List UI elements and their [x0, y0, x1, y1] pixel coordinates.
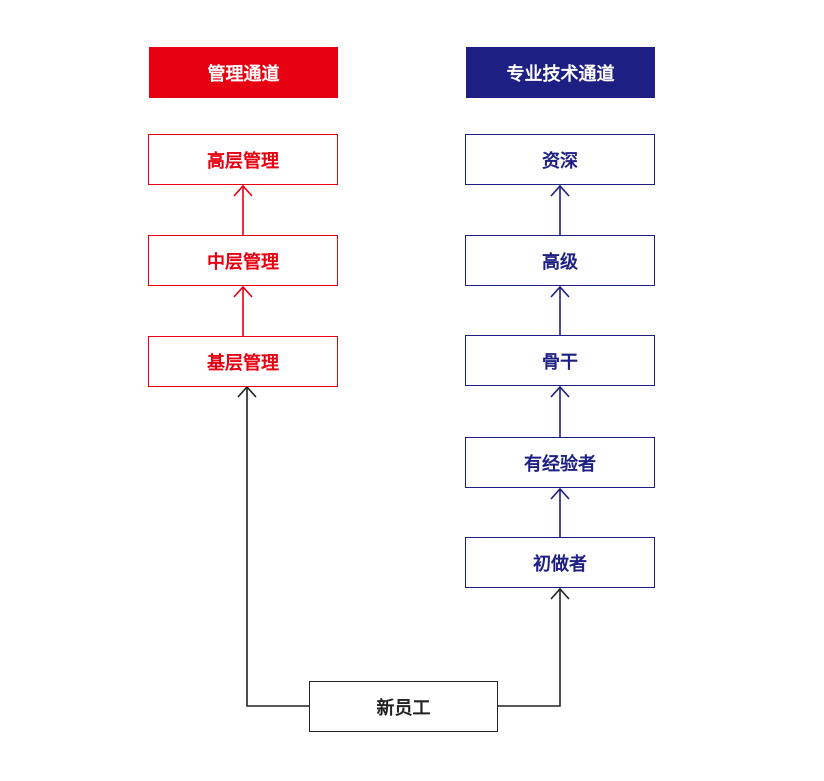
arrow-new-to-base-head [237, 385, 257, 398]
node-middle-management: 中层管理 [148, 235, 338, 286]
arrow-new-to-beginner-head [550, 587, 570, 600]
arrow-new-to-beginner [498, 589, 561, 707]
node-senior: 高级 [465, 235, 655, 286]
arrow-beginner-to-experienced-head [550, 487, 570, 500]
arrow-base-to-mid-head [233, 285, 253, 298]
arrow-senior-to-expert-head [550, 184, 570, 197]
arrow-mid-to-top-head [233, 184, 253, 197]
arrow-backbone-to-senior-head [550, 285, 570, 298]
node-beginner: 初做者 [465, 537, 655, 588]
arrow-experienced-to-backbone-head [550, 385, 570, 398]
node-new-employee: 新员工 [309, 681, 498, 732]
arrow-new-to-base [246, 387, 309, 707]
node-top-management: 高层管理 [148, 134, 338, 185]
start-arrows [237, 385, 570, 707]
node-experienced: 有经验者 [465, 437, 655, 488]
technical-arrows [550, 184, 570, 537]
node-backbone: 骨干 [465, 335, 655, 386]
management-arrows [233, 184, 253, 336]
management-channel-header: 管理通道 [149, 47, 338, 98]
technical-channel-header: 专业技术通道 [466, 47, 655, 98]
node-expert: 资深 [465, 134, 655, 185]
node-base-management: 基层管理 [148, 336, 338, 387]
